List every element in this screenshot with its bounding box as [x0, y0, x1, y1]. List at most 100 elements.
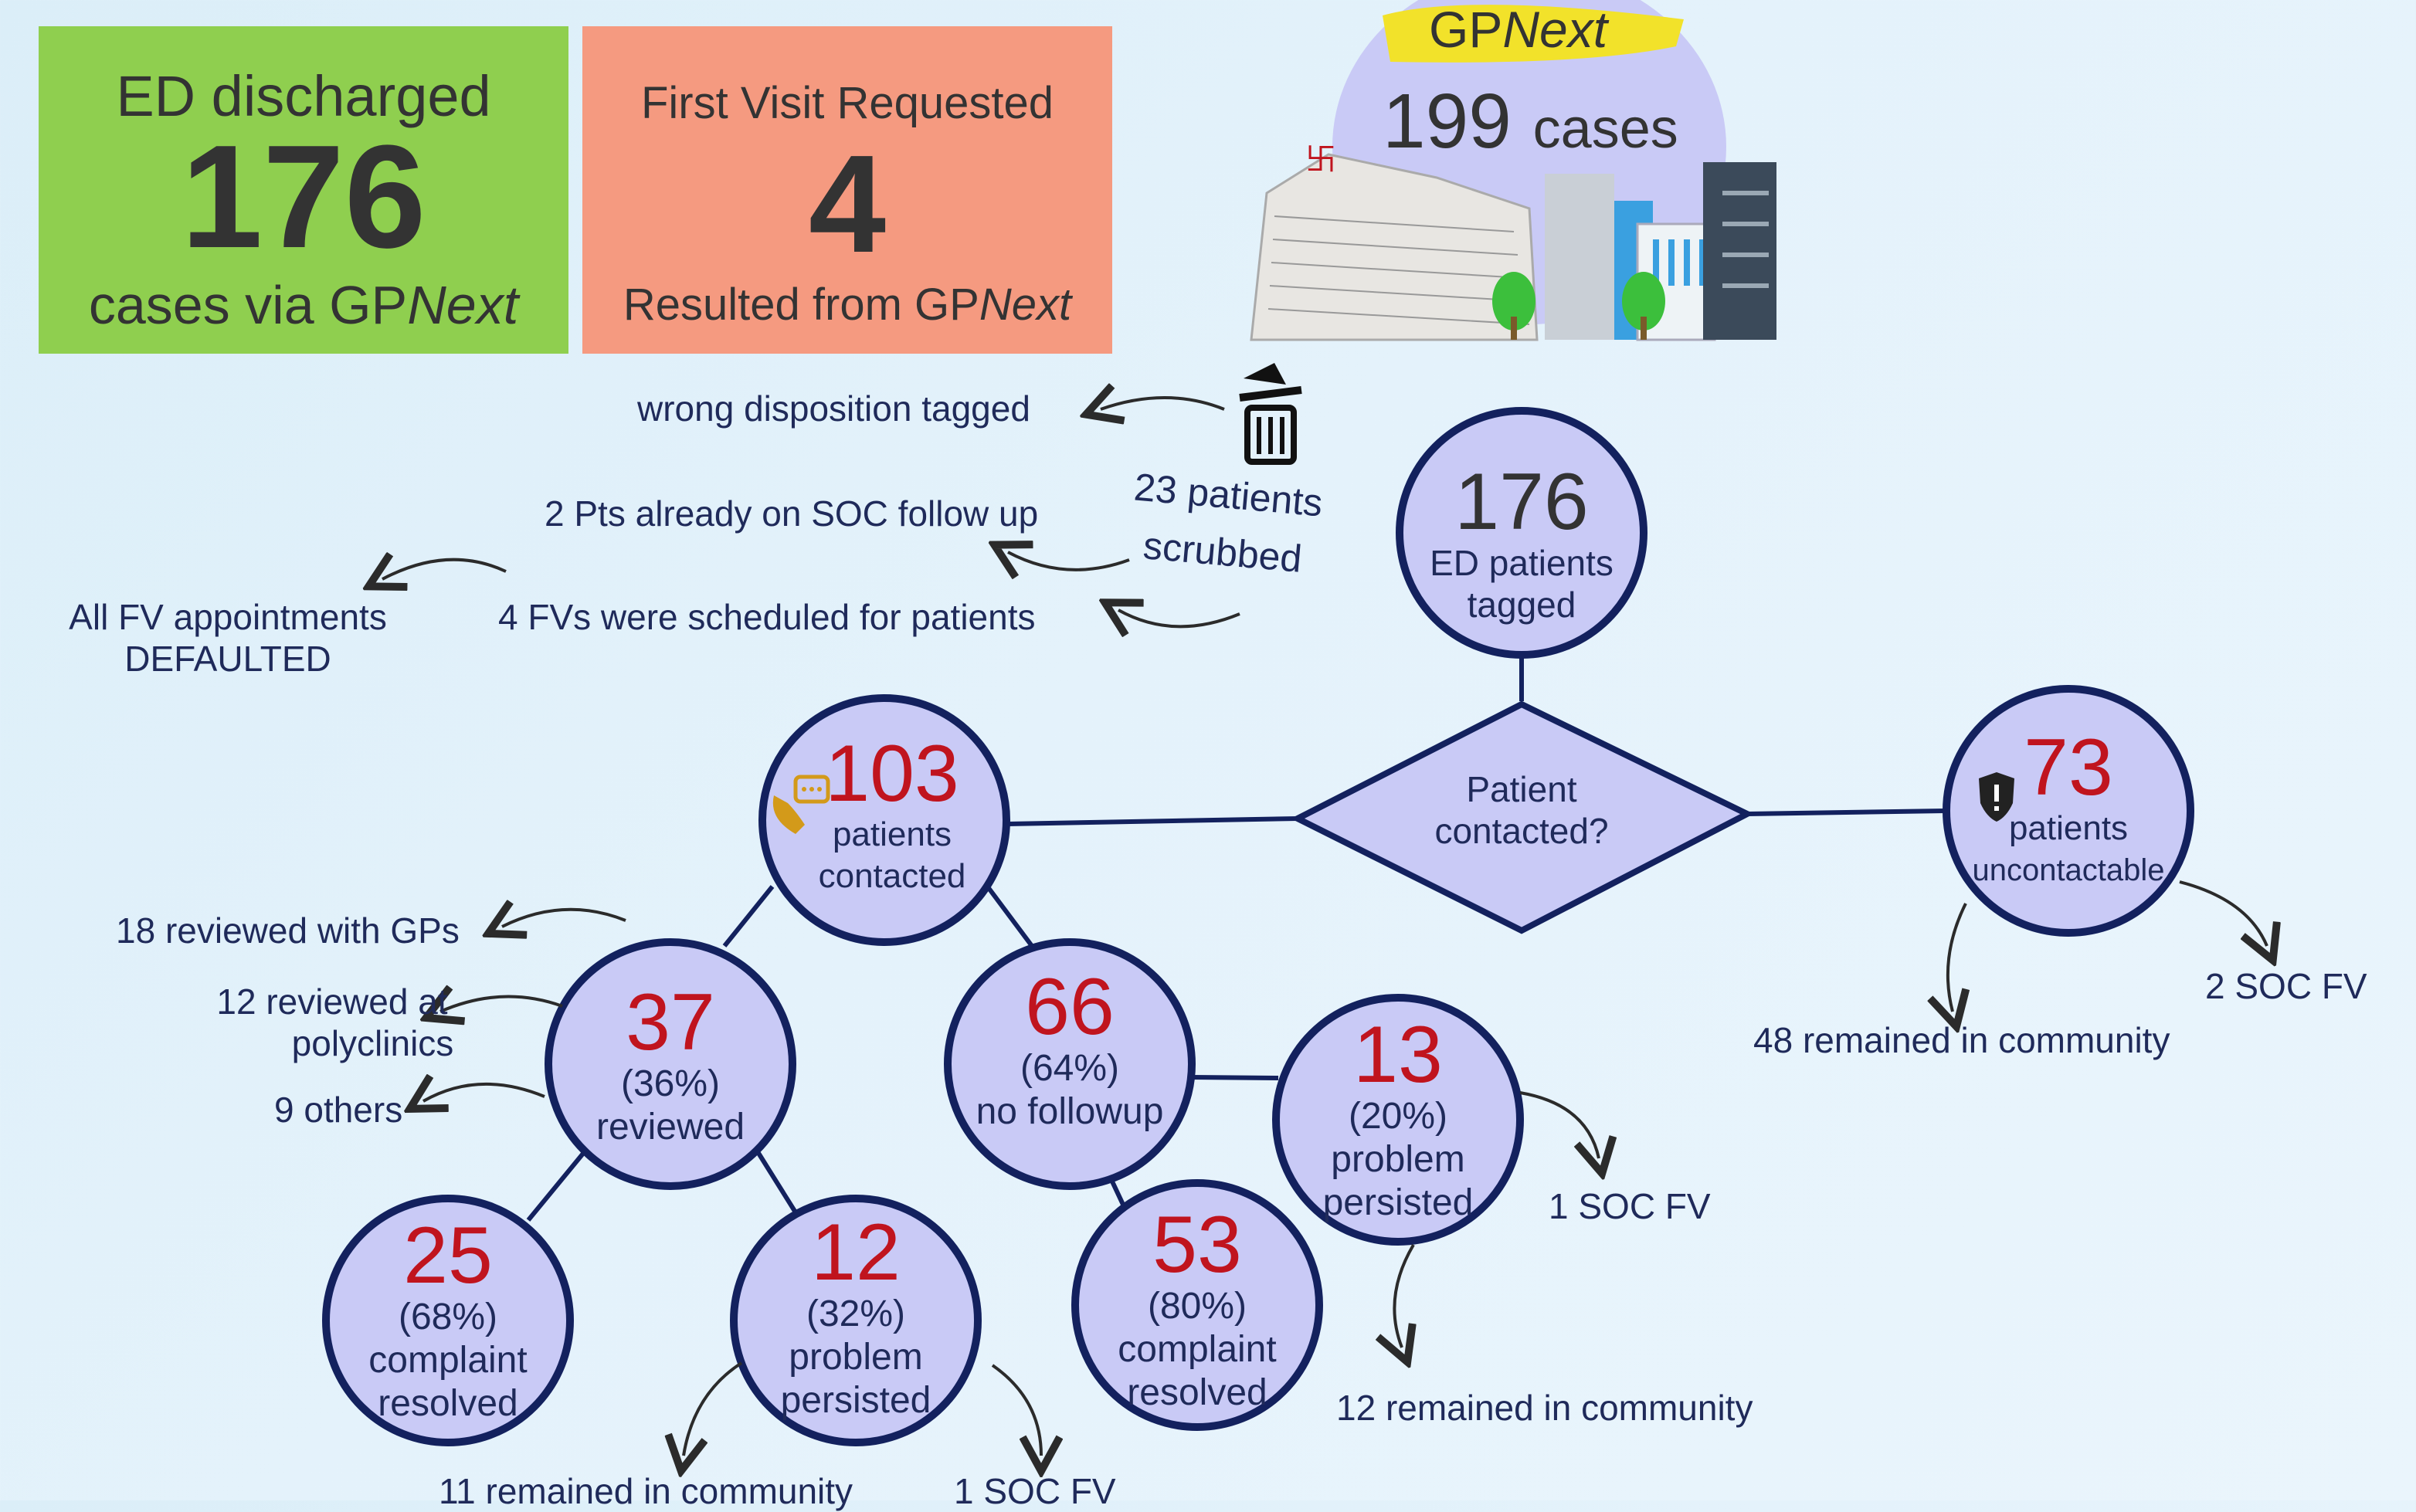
all-fv-line2: DEFAULTED	[124, 639, 331, 679]
root-node-text: 176 ED patients tagged	[1400, 462, 1644, 625]
ed-discharged-caption: cases via GPNext	[39, 274, 568, 336]
ed-discharged-box: ED discharged 176 cases via GPNext	[39, 26, 568, 354]
remained-11-text: 11 remained in community	[439, 1471, 853, 1511]
resolved-a-node-text: 25 (68%) complaint resolved	[335, 1215, 561, 1426]
ed-discharged-caption-prefix: cases via GP	[88, 275, 408, 335]
decision-node-text: Patient contacted?	[1367, 768, 1676, 852]
reviewed-node-line1: (36%)	[620, 1063, 721, 1104]
first-visit-caption-prefix: Resulted from GP	[623, 280, 979, 330]
remained-48-text: 48 remained in community	[1753, 1020, 2170, 1060]
ed-discharged-value: 176	[181, 115, 426, 279]
root-node-line1: ED patients	[1430, 543, 1613, 583]
resolved-a-node-line2: complaint	[368, 1340, 528, 1381]
arrow-fvs-scheduled	[1118, 610, 1240, 626]
reviewed-poly-text: 12 reviewed at polyclinics	[154, 981, 510, 1064]
ed-discharged-label: ED discharged	[116, 64, 491, 128]
phone-chat-icon	[772, 775, 830, 834]
soc-fv-1-bottom-text: 1 SOC FV	[954, 1471, 1116, 1511]
decision-diamond	[1291, 700, 1754, 934]
first-visit-caption-italic: Next	[979, 280, 1072, 330]
soc-follow-up-text: 2 Pts already on SOC follow up	[545, 493, 1039, 534]
all-fv-line1: All FV appointments	[69, 597, 387, 637]
svg-text:卐: 卐	[1305, 142, 1336, 178]
trash-icon	[1239, 363, 1302, 465]
resolved-b-circle	[1071, 1179, 1323, 1431]
node-circles	[322, 407, 2194, 1446]
remained-12-text: 12 remained in community	[1336, 1388, 1753, 1428]
reviewed-node-value: 37	[626, 978, 715, 1067]
arrow-soc-fv-1-right	[1519, 1091, 1599, 1158]
decision-line1: Patient	[1466, 769, 1577, 809]
gpnext-cases-value: 199	[1383, 78, 1512, 164]
persisted-a-node-text: 12 (32%) problem persisted	[743, 1212, 969, 1422]
arrow-soc-fv-1-bottom	[991, 1364, 1041, 1456]
root-circle	[1396, 407, 1647, 659]
arrow-soc-fv-2	[2179, 880, 2267, 946]
connectors	[526, 656, 1946, 1222]
fvs-scheduled-text: 4 FVs were scheduled for patients	[498, 597, 1036, 637]
resolved-a-circle	[322, 1195, 574, 1446]
arrow-remained-12	[1394, 1243, 1413, 1348]
ed-discharged-caption-italic: Next	[407, 275, 519, 335]
first-visit-label: First Visit Requested	[640, 78, 1054, 128]
uncontactable-node-value: 73	[2024, 723, 2113, 812]
contacted-circle	[758, 694, 1010, 946]
wrong-disposition-text: wrong disposition tagged	[637, 388, 1030, 429]
contacted-node-text: 103 patients contacted	[780, 734, 1004, 897]
reviewed-poly-line1: 12 reviewed at	[216, 981, 448, 1022]
no-followup-node-line2: no followup	[976, 1091, 1164, 1132]
soc-fv-2-text: 2 SOC FV	[2205, 966, 2367, 1006]
persisted-b-node-value: 13	[1353, 1010, 1443, 1100]
arrow-reviewed-gps	[502, 910, 626, 927]
resolved-b-node-line2: complaint	[1118, 1329, 1277, 1370]
resolved-a-node-value: 25	[403, 1211, 493, 1300]
reviewed-gps-text: 18 reviewed with GPs	[116, 910, 460, 951]
root-node-line2: tagged	[1467, 585, 1576, 625]
no-followup-node-text: 66 (64%) no followup	[957, 967, 1183, 1134]
persisted-a-node-line2: problem	[789, 1337, 923, 1378]
resolved-b-node-line3: resolved	[1127, 1372, 1267, 1413]
no-followup-node-value: 66	[1025, 962, 1115, 1052]
soc-fv-1-right-text: 1 SOC FV	[1549, 1186, 1711, 1226]
resolved-b-node-text: 53 (80%) complaint resolved	[1084, 1205, 1310, 1415]
arrow-all-fv-defaulted	[382, 560, 507, 579]
gpnext-label-prefix: GP	[1429, 1, 1503, 58]
uncontactable-node-line2: uncontactable	[1972, 853, 2165, 887]
uncontactable-node-text: 73 patients uncontactable	[1954, 727, 2183, 891]
highlight-stroke	[1383, 5, 1684, 63]
buildings-illustration	[1492, 162, 1776, 341]
gpnext-label-italic: Next	[1502, 1, 1608, 58]
gpnext-label: GPNext	[1429, 0, 1607, 59]
persisted-a-node-line3: persisted	[780, 1380, 931, 1421]
first-visit-caption: Resulted from GPNext	[582, 279, 1112, 331]
no-followup-node-line1: (64%)	[1020, 1048, 1120, 1089]
persisted-a-circle	[730, 1195, 982, 1446]
persisted-a-node-line1: (32%)	[806, 1293, 906, 1334]
persisted-b-node-line1: (20%)	[1348, 1096, 1448, 1137]
contacted-node-value: 103	[825, 729, 959, 819]
arrow-remained-48	[1948, 903, 1966, 1012]
arrow-remained-11	[684, 1361, 743, 1456]
uncontactable-circle	[1943, 685, 2194, 937]
annotation-arrows	[382, 398, 2267, 1456]
arrow-soc-follow-up	[1008, 552, 1130, 570]
gpnext-illustration: 卐	[1250, 0, 1776, 341]
persisted-b-node-line3: persisted	[1322, 1182, 1474, 1223]
first-visit-value: 4	[808, 127, 887, 282]
contacted-node-line2: contacted	[818, 857, 966, 895]
gpnext-cases-unit: cases	[1532, 98, 1678, 160]
decision-line2: contacted?	[1434, 811, 1609, 851]
arrow-reviewed-poly	[440, 997, 563, 1012]
gpnext-cases: 199 cases	[1383, 77, 1678, 166]
all-fv-defaulted-text: All FV appointments DEFAULTED	[46, 596, 409, 680]
no-followup-circle	[944, 938, 1196, 1190]
shield-icon	[1979, 772, 2014, 822]
contacted-node-line1: patients	[832, 815, 952, 853]
resolved-b-node-line1: (80%)	[1147, 1286, 1247, 1327]
reviewed-node-text: 37 (36%) reviewed	[558, 982, 783, 1149]
persisted-a-node-value: 12	[811, 1208, 901, 1297]
resolved-a-node-line1: (68%)	[398, 1297, 498, 1337]
resolved-b-node-value: 53	[1152, 1200, 1242, 1290]
persisted-b-circle	[1272, 994, 1524, 1246]
